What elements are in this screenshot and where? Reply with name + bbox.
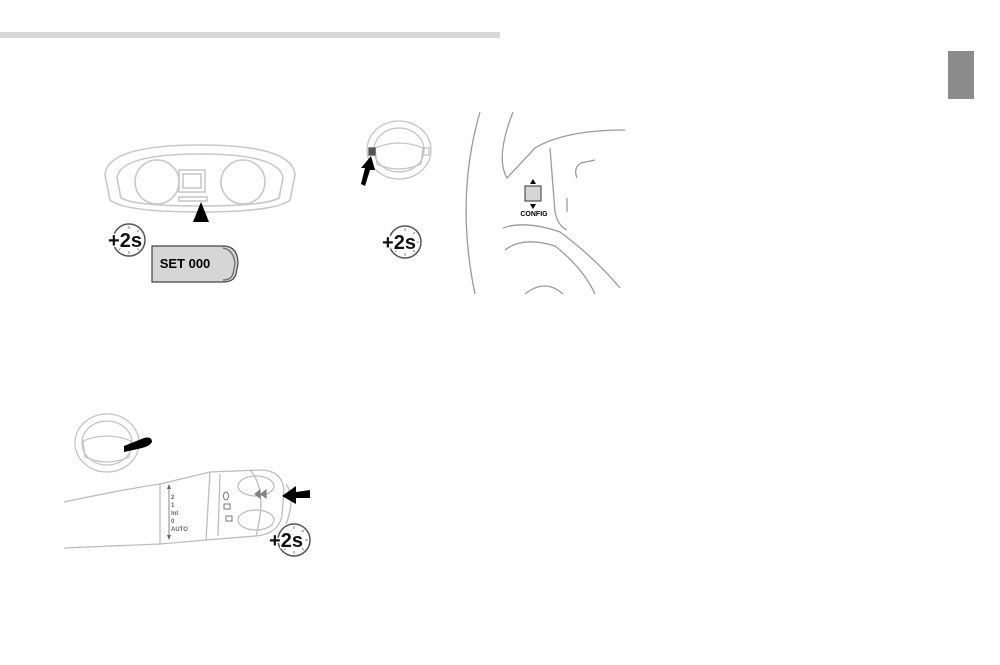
hold-badge: +2s <box>108 230 142 252</box>
stalk-position-1: 1 <box>171 503 175 509</box>
header-rule <box>0 32 500 38</box>
pointer-arrow <box>193 202 209 222</box>
stalk-position-0: 0 <box>171 519 175 525</box>
stopwatch-icon <box>277 523 311 557</box>
steering-wheel-thumbnail <box>74 413 140 473</box>
set-button[interactable]: SET 000 <box>151 245 239 283</box>
stalk-position-int: Int <box>171 511 178 517</box>
steering-wheel-illustration: +2s CONFIG <box>361 111 626 295</box>
wiper-stalk-illustration: 2 1 Int 0 AUTO +2s <box>63 413 311 557</box>
steering-wheel-closeup <box>465 111 626 295</box>
wiper-symbols <box>223 488 267 522</box>
config-button[interactable] <box>524 179 542 209</box>
stalk-position-2: 2 <box>171 495 175 501</box>
hold-badge: +2s <box>269 530 303 552</box>
section-tab <box>948 51 974 99</box>
stalk-position-auto: AUTO <box>171 527 188 533</box>
config-label: CONFIG <box>520 211 548 218</box>
dashboard-illustration: +2s SET 000 <box>104 144 296 283</box>
stalk-position-labels: 2 1 Int 0 AUTO <box>171 495 188 533</box>
pointer-arrow <box>361 156 375 186</box>
pointer-arrow <box>282 486 310 504</box>
steering-wheel-thumbnail <box>366 120 432 180</box>
hold-badge: +2s <box>382 232 416 254</box>
stopwatch-icon <box>388 225 422 259</box>
wiper-stalk[interactable] <box>63 469 292 549</box>
instrument-cluster <box>104 144 296 213</box>
stopwatch-icon <box>112 223 146 257</box>
stalk-pointer-arrow <box>124 437 152 452</box>
set-display-text: SET 000 <box>160 256 211 271</box>
